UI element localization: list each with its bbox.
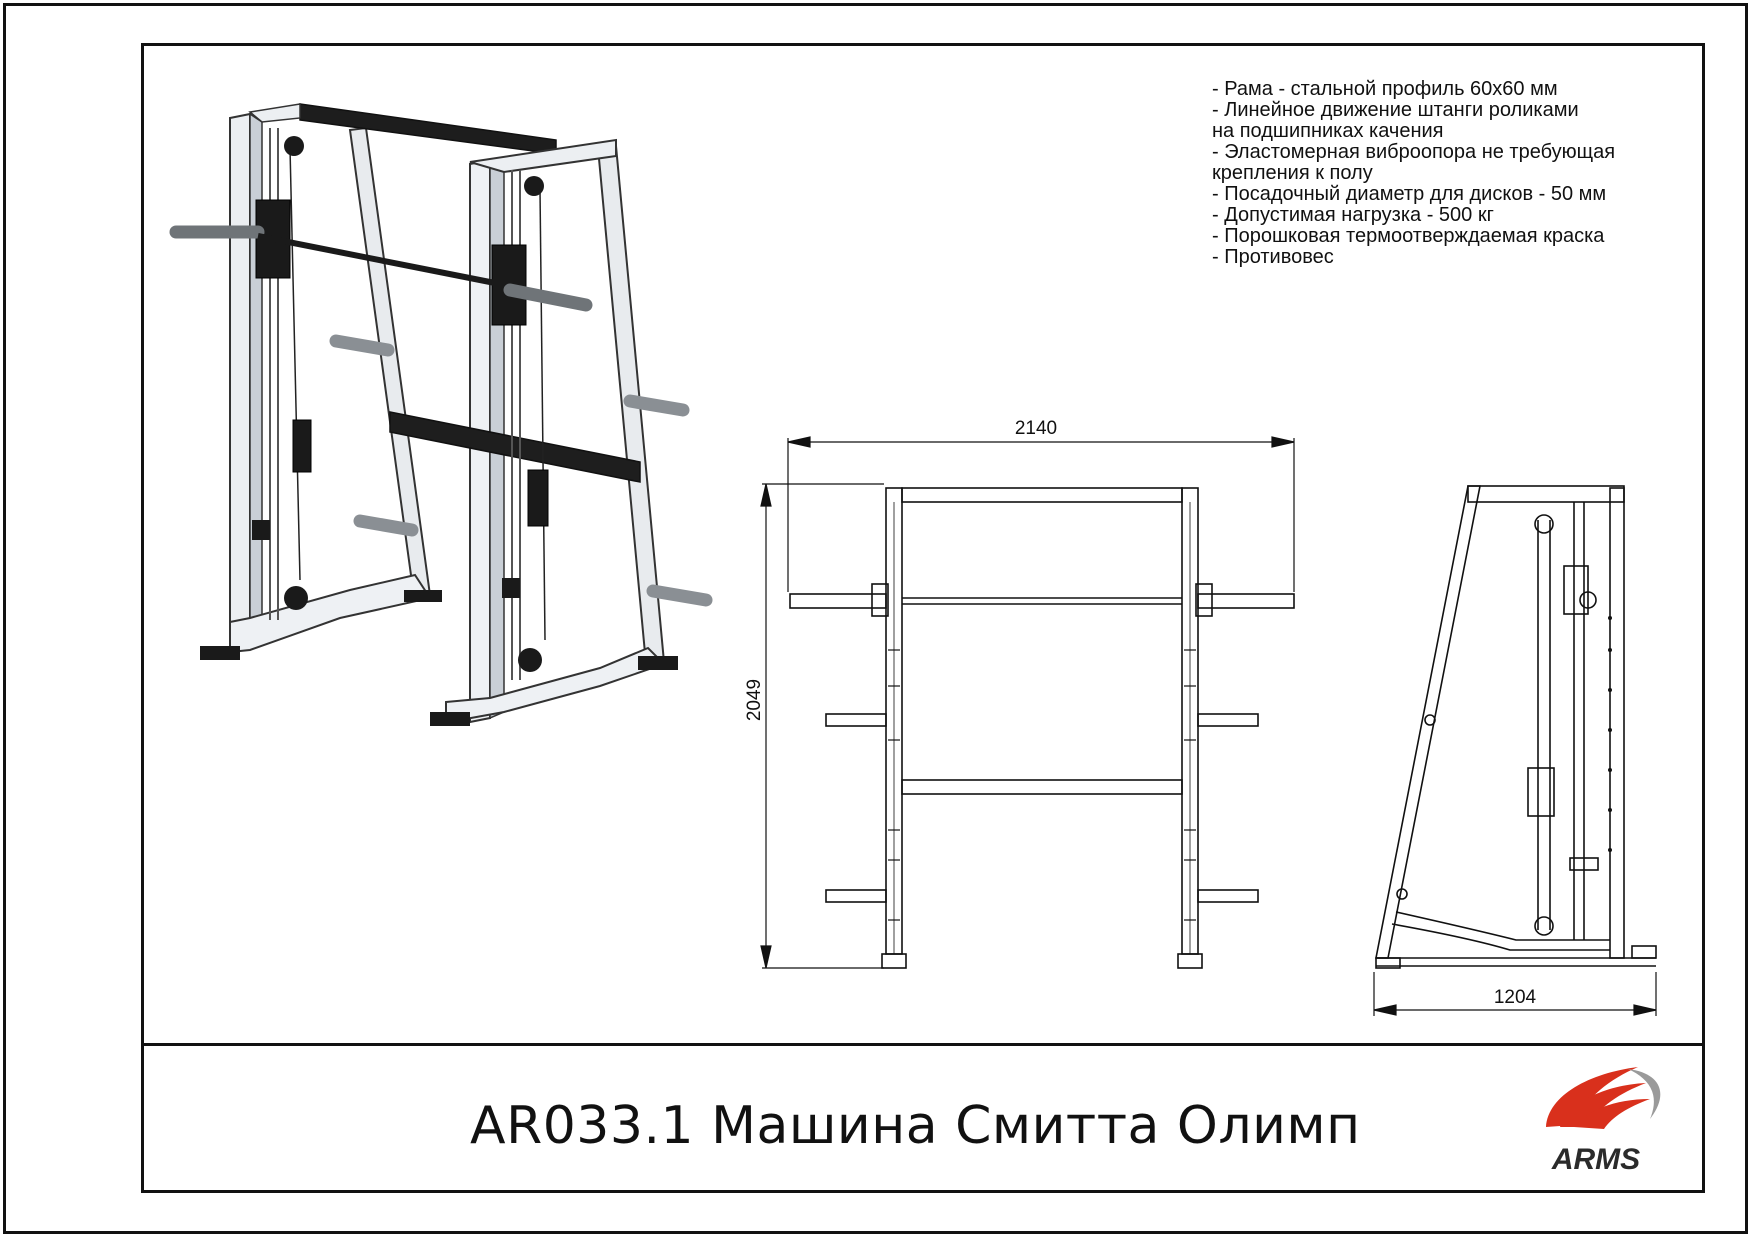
spec-line: - Посадочный диаметр для дисков - 50 мм <box>1212 183 1607 205</box>
drawing-frame <box>141 43 1705 1193</box>
product-title: AR033.1 Машина Смитта Олимп <box>470 1096 1361 1156</box>
depth-label: 1204 <box>1494 987 1537 1008</box>
spec-line: - Допустимая нагрузка - 500 кг <box>1212 204 1494 226</box>
front-view <box>789 487 1295 969</box>
arms-logo-text: ARMS <box>1551 1143 1640 1176</box>
isometric-view <box>169 103 713 726</box>
height-dimension <box>760 483 884 969</box>
depth-dimension <box>1373 972 1657 1016</box>
spec-line: - Эластомерная виброопора не требующая <box>1212 141 1616 163</box>
height-label: 2049 <box>744 679 765 721</box>
spec-line: крепления к полу <box>1212 162 1373 184</box>
spec-list: - Рама - стальной профиль 60х60 мм - Лин… <box>1212 79 1692 268</box>
spec-line: на подшипниках качения <box>1212 120 1444 142</box>
spec-line: - Порошковая термоотверждаемая краска <box>1212 225 1605 247</box>
outer-frame <box>3 3 1748 1234</box>
arms-swoosh-icon <box>1546 1067 1661 1129</box>
side-view-holes <box>1608 616 1612 852</box>
width-label: 2140 <box>1015 418 1057 439</box>
spec-line: - Линейное движение штанги роликами <box>1212 99 1579 121</box>
arms-logo: ARMS <box>1546 1067 1661 1176</box>
spec-line: - Рама - стальной профиль 60х60 мм <box>1212 78 1558 100</box>
width-dimension <box>787 436 1295 592</box>
side-view <box>1375 485 1657 969</box>
title-divider <box>141 1043 1705 1046</box>
side-view-pulleys <box>1396 514 1597 936</box>
spec-line: - Противовес <box>1212 246 1334 268</box>
